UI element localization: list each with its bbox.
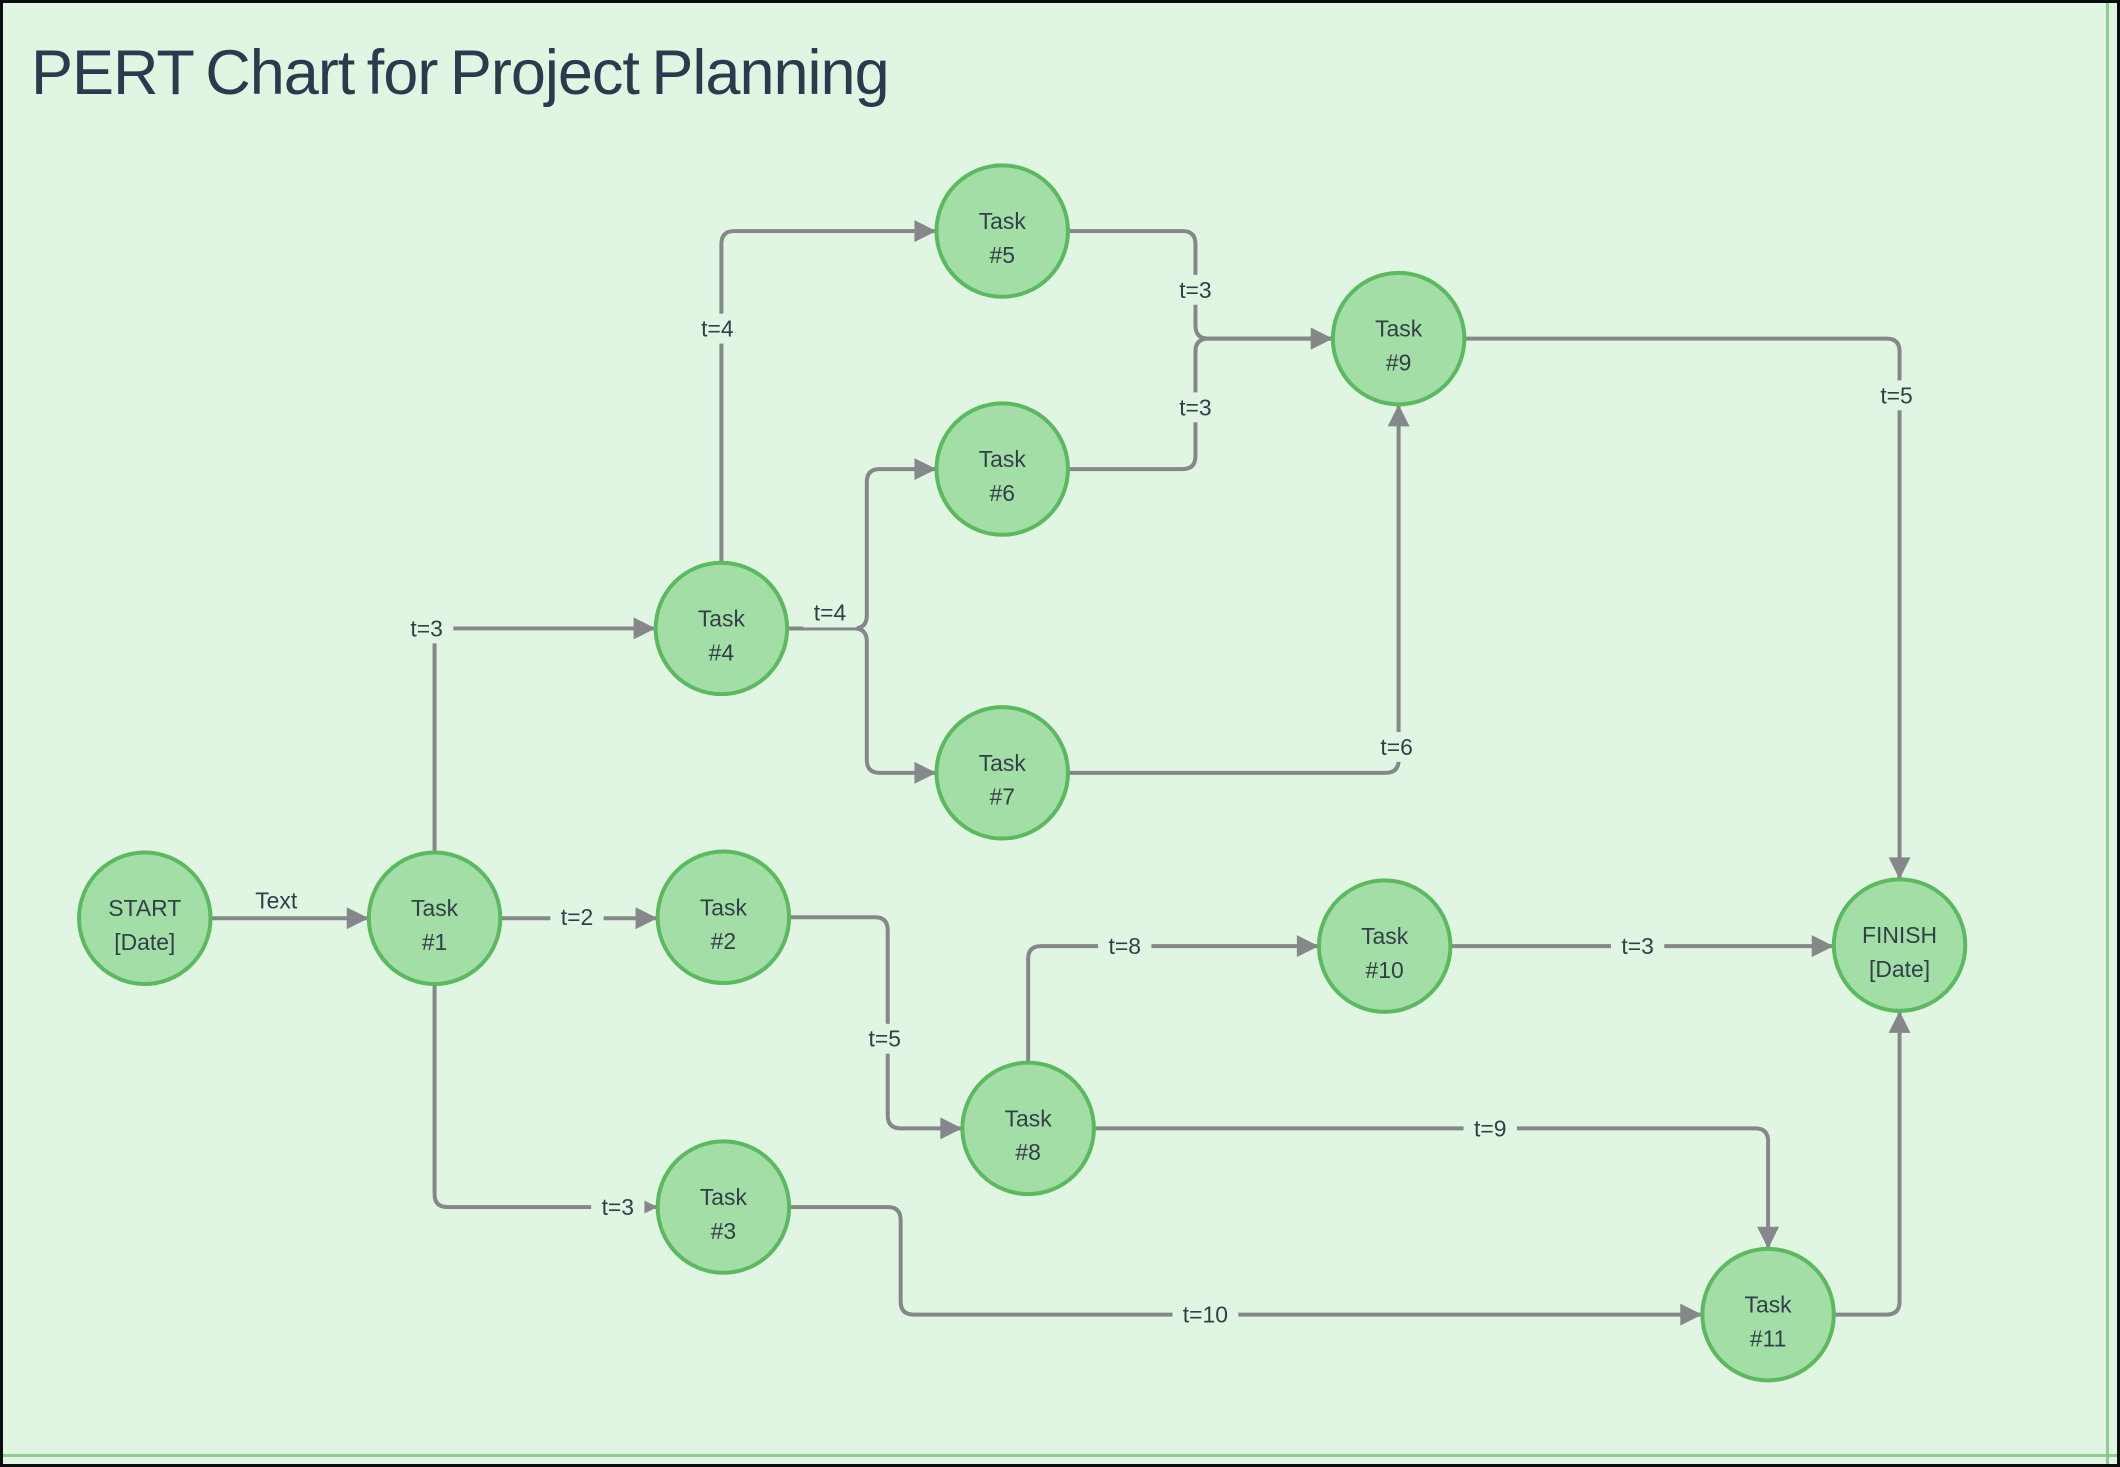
node-label-line2-task10: #10 <box>1366 957 1404 983</box>
node-label-start: START [Date] <box>108 895 181 955</box>
edge-label-bg-start-to-task1 <box>243 885 310 916</box>
edge-label-task9-to-finish: t=5 <box>1880 382 1912 408</box>
edge-label-task7-to-task9: t=6 <box>1380 734 1412 760</box>
edge-task8-to-task11 <box>1091 1126 1780 1249</box>
node-label-line1-task9: Task <box>1375 316 1423 342</box>
node-label-finish: FINISH [Date] <box>1862 922 1937 982</box>
edge-label-bg-task2-to-task8 <box>858 1023 912 1054</box>
edge-task3-to-task11 <box>787 1205 1703 1326</box>
node-label-task3: Task #3 <box>700 1184 748 1244</box>
node-label-line2-start: [Date] <box>114 929 175 955</box>
edge-label-task5-to-task9: t=3 <box>1179 277 1211 303</box>
edge-label-bg-task7-to-task9 <box>1369 732 1424 762</box>
edge-task4-to-task7 <box>785 626 937 784</box>
node-label-line1-task8: Task <box>1005 1105 1053 1131</box>
node-label-task7: Task #7 <box>979 750 1027 810</box>
edge-task9-to-finish <box>1462 336 1911 880</box>
node-label-line1-task7: Task <box>979 750 1027 776</box>
node-circle-task4 <box>653 560 790 697</box>
node-label-line1-task10: Task <box>1361 923 1409 949</box>
edge-task1-to-task3 <box>432 981 658 1219</box>
node-circle-task6 <box>934 401 1070 537</box>
node-circle-task11 <box>1700 1246 1836 1383</box>
node-circle-finish <box>1831 877 1968 1013</box>
node-circle-task9 <box>1330 270 1467 407</box>
edge-task8-to-task10 <box>1026 935 1319 1065</box>
node-label-line2-task7: #7 <box>990 784 1015 810</box>
edge-label-bg-task4-to-task6 <box>803 597 857 628</box>
edge-label-bg-task3-to-task11 <box>1172 1299 1239 1330</box>
pert-diagram: Text t=2 t=3 t=3 t=4 t=4 t=3 t=3 t=6 t=5 t=8 t=9 t=1… <box>77 163 1968 1383</box>
canvas-bottom-accent-line <box>3 1454 2117 1457</box>
edge-task2-to-task8 <box>787 915 963 1140</box>
node-label-line1-task4: Task <box>698 605 746 631</box>
node-label-line2-task5: #5 <box>990 242 1015 268</box>
node-label-line2-task1: #1 <box>422 929 447 955</box>
edge-label-bg-task8-to-task10 <box>1098 931 1152 962</box>
node-circle-start <box>77 850 213 986</box>
node-circle-task7 <box>934 705 1070 841</box>
node-label-task10: Task #10 <box>1361 923 1409 983</box>
node-label-line1-task5: Task <box>979 208 1027 234</box>
node-label-line1-task1: Task <box>411 895 459 921</box>
node-label-task1: Task #1 <box>411 895 459 955</box>
node-circle-task2 <box>655 849 792 985</box>
node-label-task6: Task #6 <box>979 446 1027 506</box>
edge-task11-to-finish <box>1831 1010 1911 1317</box>
edge-label-task8-to-task10: t=8 <box>1108 933 1140 959</box>
edge-label-task4-to-task6: t=4 <box>814 599 847 625</box>
canvas-right-accent-line <box>2106 3 2109 1464</box>
edge-label-task3-to-task11: t=10 <box>1183 1302 1228 1328</box>
node-label-line2-task6: #6 <box>990 480 1015 506</box>
edge-label-bg-task9-to-finish <box>1869 380 1924 411</box>
node-label-line2-task2: #2 <box>711 928 736 954</box>
node-label-line1-finish: FINISH <box>1862 922 1937 948</box>
node-label-task8: Task #8 <box>1005 1105 1053 1165</box>
edge-label-bg-task8-to-task11 <box>1463 1113 1517 1144</box>
node-circle-task8 <box>960 1060 1096 1197</box>
edge-label-bg-task6-to-task9 <box>1168 392 1223 423</box>
node-label-line2-task9: #9 <box>1386 349 1411 375</box>
node-label-line1-start: START <box>108 895 181 921</box>
edge-task4-to-task5 <box>719 220 937 565</box>
edge-label-bg-task10-to-finish <box>1610 931 1665 962</box>
node-label-line1-task2: Task <box>700 894 748 920</box>
node-label-line2-task11: #11 <box>1750 1325 1787 1351</box>
edge-label-bg-task1-to-task3 <box>591 1192 645 1222</box>
edge-label-task1-to-task2: t=2 <box>561 904 593 930</box>
node-label-task4: Task #4 <box>698 605 746 665</box>
node-label-line1-task3: Task <box>700 1184 748 1210</box>
edge-label-task8-to-task11: t=9 <box>1474 1115 1506 1141</box>
node-label-task11: Task #11 <box>1745 1292 1793 1352</box>
edge-label-task10-to-finish: t=3 <box>1621 933 1653 959</box>
edge-task1-to-task4 <box>432 617 656 855</box>
node-circle-task5 <box>934 163 1070 299</box>
edge-label-start-to-task1: Text <box>255 887 298 913</box>
edge-task7-to-task9 <box>1065 404 1410 775</box>
edge-label-task1-to-task4: t=3 <box>410 615 442 641</box>
node-circle-task3 <box>655 1139 792 1275</box>
node-circle-task10 <box>1316 878 1453 1014</box>
node-label-line1-task11: Task <box>1745 1292 1793 1318</box>
edge-label-task2-to-task8: t=5 <box>868 1026 900 1052</box>
node-label-task9: Task #9 <box>1375 316 1423 376</box>
edge-label-bg-task4-to-task5 <box>690 313 745 344</box>
edge-label-bg-task1-to-task2 <box>550 902 604 933</box>
edge-label-bg-task5-to-task9 <box>1168 274 1223 305</box>
edge-label-task6-to-task9: t=3 <box>1179 394 1211 420</box>
node-label-task5: Task #5 <box>979 208 1027 268</box>
node-label-line2-task4: #4 <box>709 639 735 665</box>
node-label-line2-finish: [Date] <box>1869 956 1930 982</box>
node-label-line1-task6: Task <box>979 446 1027 472</box>
node-label-line2-task8: #8 <box>1015 1139 1040 1165</box>
edge-label-task1-to-task3: t=3 <box>602 1194 634 1220</box>
node-label-line2-task3: #3 <box>711 1218 736 1244</box>
edge-label-bg-task1-to-task4 <box>399 613 454 644</box>
node-circle-task1 <box>366 850 503 986</box>
node-label-task2: Task #2 <box>700 894 748 954</box>
chart-title: PERT Chart for Project Planning <box>31 38 890 108</box>
edge-label-task4-to-task5: t=4 <box>701 316 734 342</box>
